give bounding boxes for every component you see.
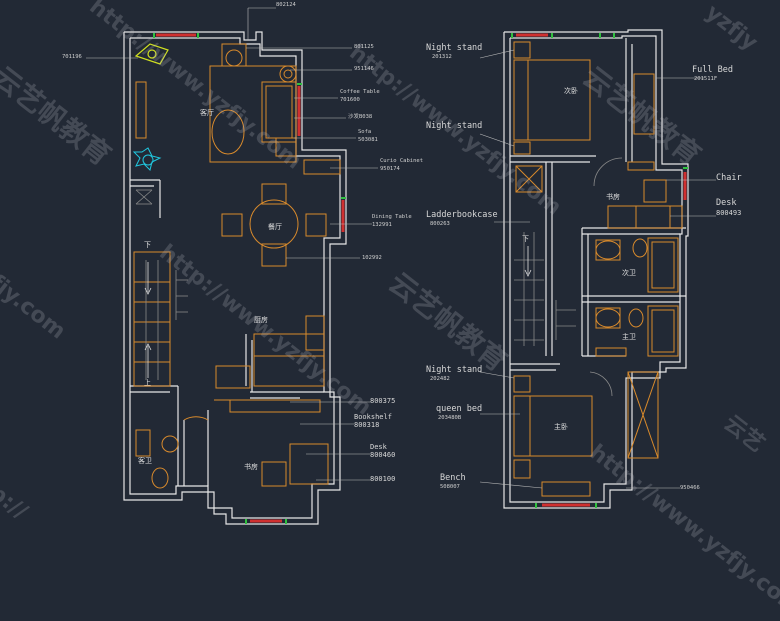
code-night-stand-1: 201312 — [432, 54, 452, 60]
left-plan-windows — [156, 33, 345, 523]
label-full-bed: Full Bed — [692, 65, 733, 75]
room-guest-bath: 客卫 — [138, 457, 152, 465]
code-chair: 102992 — [362, 255, 382, 261]
code-full-bed: 201511F — [694, 76, 718, 82]
code-left-lamp: 701196 — [62, 54, 82, 60]
room-master-bath: 主卫 — [622, 333, 636, 341]
room-second-bed: 次卧 — [564, 87, 578, 95]
room-study-right: 书房 — [606, 193, 620, 201]
code-curio: 950174 — [380, 166, 400, 172]
plant-symbol — [132, 147, 162, 171]
label-desk-right: Desk — [716, 198, 737, 208]
room-dining: 餐厅 — [268, 223, 282, 231]
label-desk: Desk — [370, 443, 387, 451]
right-plan-walls — [503, 29, 689, 509]
code-bench: 508007 — [440, 484, 460, 490]
code-dining-table: 132991 — [372, 222, 392, 228]
room-living: 客厅 — [200, 109, 214, 117]
right-stair-treads — [514, 157, 623, 397]
left-plan-window-ends — [153, 33, 346, 524]
label-sofa: Sofa — [358, 129, 372, 135]
label-night-stand-2: Night stand — [426, 121, 483, 131]
code-armchair: 801125 — [354, 44, 374, 50]
label-ladder: Ladderbookcase — [426, 210, 498, 220]
label-night-stand-1: Night stand — [426, 43, 483, 53]
code-cab: 800375 — [370, 397, 396, 405]
code-desk: 800460 — [370, 451, 396, 459]
room-master-bed: 主卧 — [554, 423, 568, 431]
stair-down-right: 下 — [522, 235, 529, 243]
label-queen-bed: queen bed — [436, 404, 483, 414]
code-sofa: 503081 — [358, 137, 378, 143]
floor-plan-drawing — [86, 7, 716, 525]
stair-down-left: 下 — [144, 241, 151, 249]
room-second-bath: 次卫 — [622, 269, 636, 277]
code-coffee-table: 701600 — [340, 97, 360, 103]
stair-arrows — [144, 246, 532, 378]
right-plan-furniture — [513, 41, 683, 497]
stair-up-left: 上 — [144, 379, 151, 387]
code-side: 951146 — [354, 66, 374, 72]
code-night-stand-3: 202482 — [430, 376, 450, 382]
right-plan-windows — [516, 33, 687, 507]
code-bath: 950466 — [680, 485, 700, 491]
label-coffee-table: Coffee Table — [340, 89, 380, 95]
room-study-left: 书房 — [244, 463, 258, 471]
label-night-stand-3: Night stand — [426, 365, 483, 375]
left-leader-lines — [86, 7, 378, 481]
left-plan-walls — [123, 31, 347, 525]
left-stair-treads — [135, 189, 188, 380]
left-plan-furniture — [133, 43, 341, 489]
code-queen-bed: 203480B — [438, 415, 462, 421]
label-dining-table: Dining Table — [372, 214, 412, 220]
room-kitchen: 厨房 — [254, 316, 268, 324]
right-plan-window-ends — [511, 33, 688, 508]
label-bookshelf: Bookshelf — [354, 413, 392, 421]
code-top: 802124 — [276, 2, 296, 8]
code-sofa-color: 沙发B038 — [348, 114, 373, 120]
label-curio: Curio Cabinet — [380, 158, 424, 164]
right-leader-lines — [479, 49, 716, 489]
lamp-symbol — [134, 43, 169, 65]
code-desk2: 800100 — [370, 475, 396, 483]
code-desk-right: 800493 — [716, 209, 742, 217]
code-ladder: 800263 — [430, 221, 450, 227]
label-bench: Bench — [440, 473, 466, 483]
code-bookshelf: 800318 — [354, 421, 380, 429]
label-chair: Chair — [716, 173, 742, 183]
